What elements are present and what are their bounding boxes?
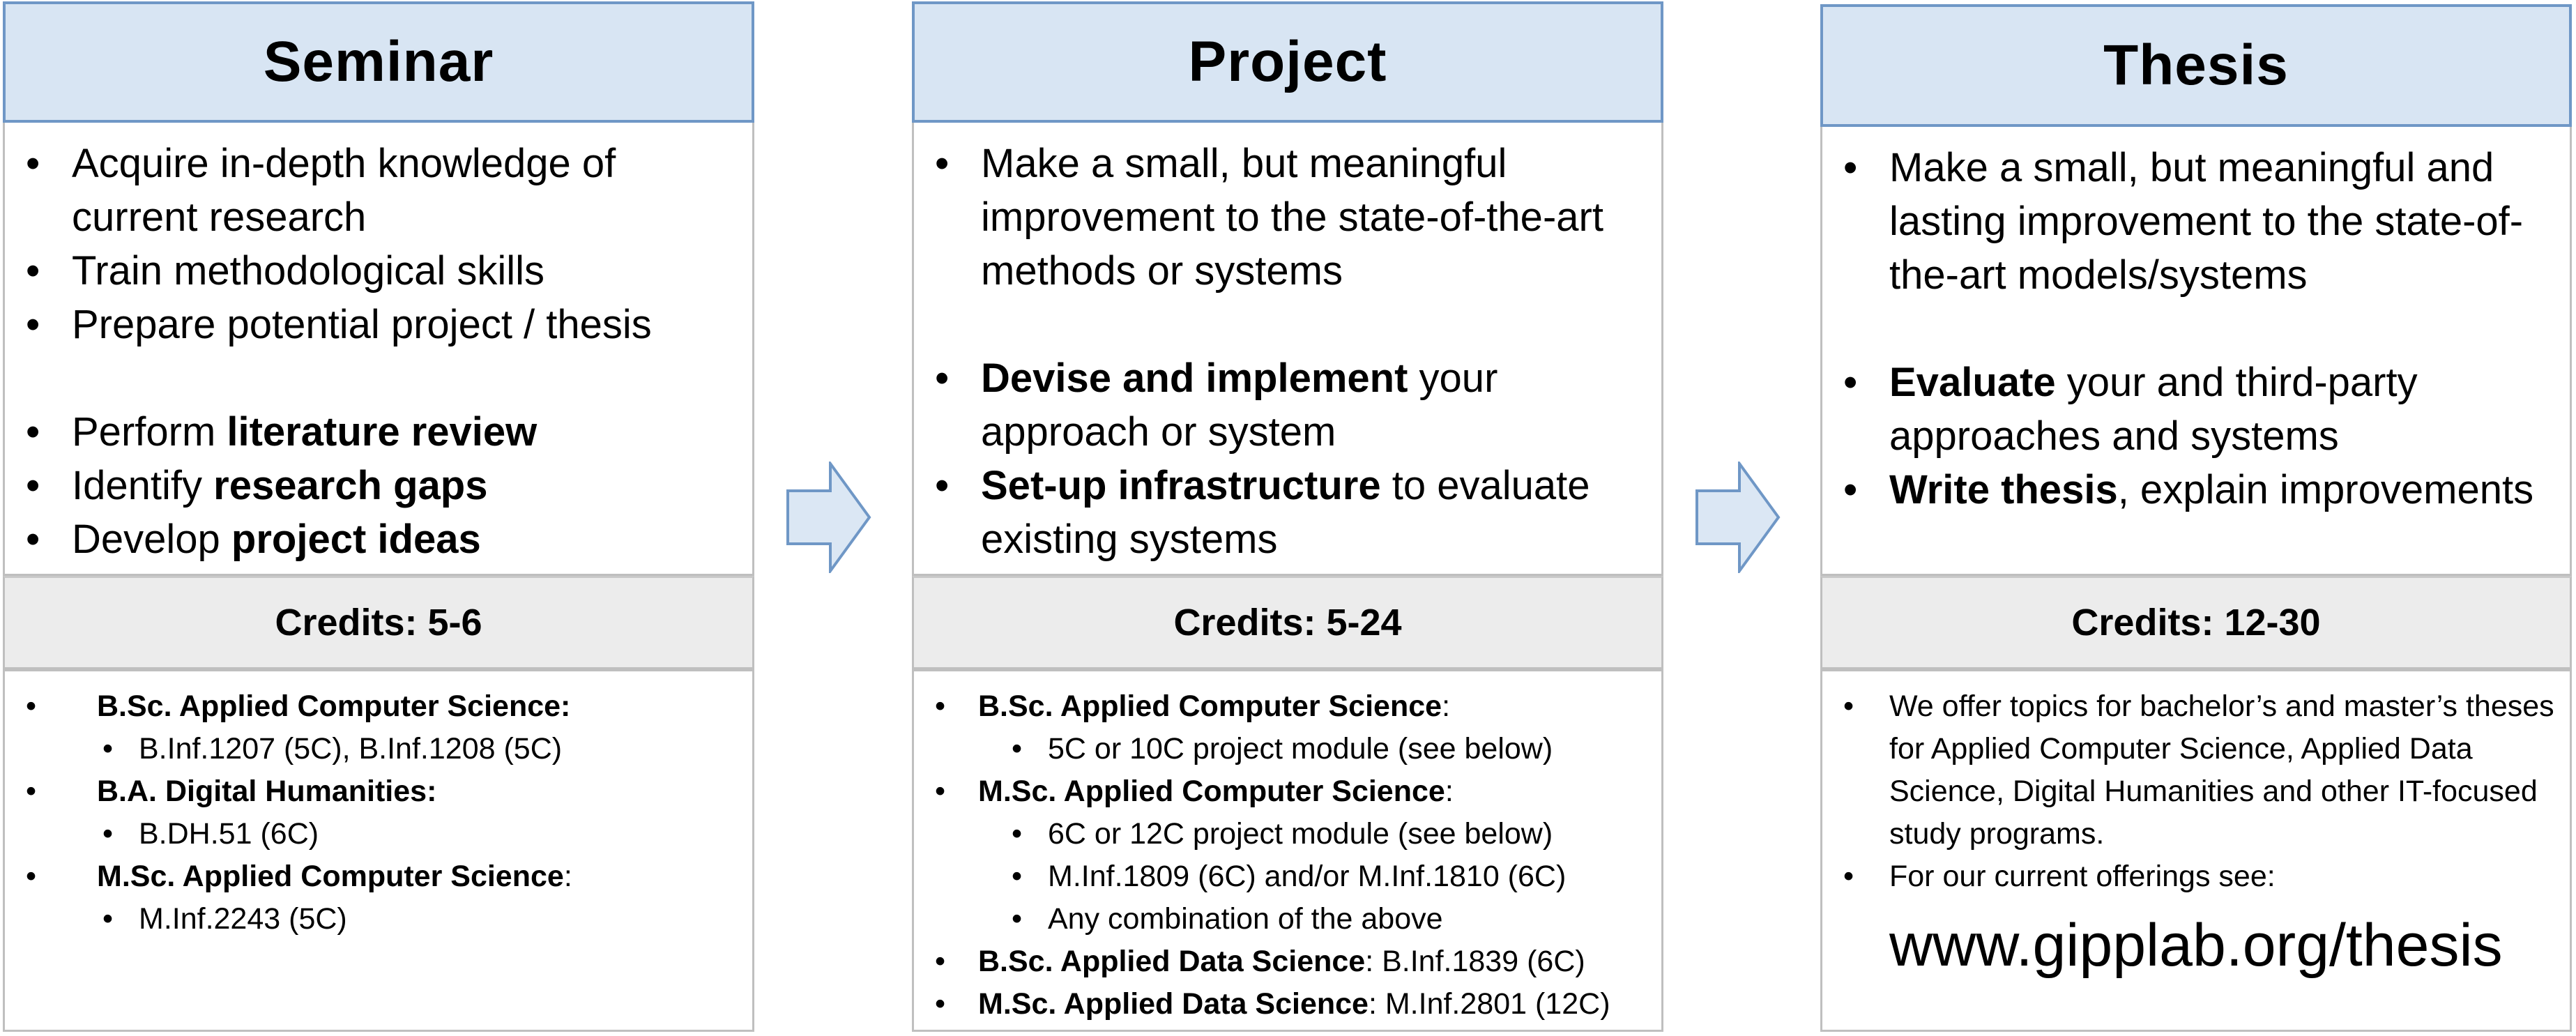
goal-item: Write thesis, explain improvements [1822, 463, 2570, 517]
goal-item: Train methodological skills [5, 244, 752, 298]
goals-list: Make a small, but meaningful and lasting… [1822, 141, 2570, 517]
offering-item: For our current offerings see: [1822, 855, 2570, 898]
goals-list: Acquire in-depth knowledge of current re… [5, 137, 752, 566]
column-header: Seminar [3, 1, 754, 123]
program-item: B.Sc. Applied Computer Science: [5, 685, 752, 728]
column-header: Project [912, 1, 1663, 123]
credits-box: Credits: 5-6 [3, 576, 754, 669]
goal-item: Acquire in-depth knowledge of current re… [5, 137, 752, 244]
column-thesis: Thesis Make a small, but meaningful and … [1820, 0, 2572, 1032]
module-item: M.Inf.1809 (6C) and/or M.Inf.1810 (6C) [914, 855, 1661, 898]
programs-list: B.Sc. Applied Computer Science: B.Inf.12… [5, 685, 752, 940]
module-item: B.Inf.1207 (5C), B.Inf.1208 (5C) [5, 728, 752, 770]
program-item: B.Sc. Applied Data Science: B.Inf.1839 (… [914, 940, 1661, 983]
goal-item: Devise and implement your approach or sy… [914, 351, 1661, 459]
program-item: B.A. Digital Humanities: [5, 770, 752, 813]
thesis-link[interactable]: www.gipplab.org/thesis [1889, 912, 2503, 979]
goal-item: Evaluate your and third-party approaches… [1822, 356, 2570, 463]
module-item: B.DH.51 (6C) [5, 813, 752, 855]
module-item: 6C or 12C project module (see below) [914, 813, 1661, 855]
programs-list: B.Sc. Applied Computer Science: 5C or 10… [914, 685, 1661, 1026]
credits-label: Credits: 12-30 [2071, 602, 2321, 643]
programs-box: B.Sc. Applied Computer Science: 5C or 10… [912, 669, 1663, 1032]
program-item: M.Sc. Applied Computer Science: [5, 855, 752, 898]
column-header: Thesis [1820, 4, 2572, 127]
offerings-list: We offer topics for bachelor’s and maste… [1822, 685, 2570, 898]
column-seminar: Seminar Acquire in-depth knowledge of cu… [3, 0, 754, 1032]
column-title: Thesis [2103, 33, 2289, 97]
credits-box: Credits: 5-24 [912, 576, 1663, 669]
goal-item: Identify research gaps [5, 459, 752, 512]
programs-box: B.Sc. Applied Computer Science: B.Inf.12… [3, 669, 754, 1032]
right-arrow-icon [1695, 462, 1781, 573]
goal-item: Make a small, but meaningful improvement… [914, 137, 1661, 298]
module-item: M.Inf.2243 (5C) [5, 898, 752, 940]
module-item: 5C or 10C project module (see below) [914, 728, 1661, 770]
offering-item: We offer topics for bachelor’s and maste… [1822, 685, 2570, 855]
program-item: M.Sc. Applied Data Science: M.Inf.2801 (… [914, 983, 1661, 1026]
program-item: B.Sc. Applied Computer Science: [914, 685, 1661, 728]
column-title: Project [1188, 30, 1387, 93]
goal-item: Make a small, but meaningful and lasting… [1822, 141, 2570, 302]
goals-box: Make a small, but meaningful and lasting… [1820, 127, 2572, 576]
module-item: Any combination of the above [914, 898, 1661, 940]
goals-list: Make a small, but meaningful improvement… [914, 137, 1661, 566]
program-item: M.Sc. Applied Computer Science: [914, 770, 1661, 813]
goal-item: Perform literature review [5, 405, 752, 459]
credits-box: Credits: 12-30 [1820, 576, 2572, 669]
column-title: Seminar [263, 30, 494, 93]
right-arrow-icon [786, 462, 871, 573]
programs-box: We offer topics for bachelor’s and maste… [1820, 669, 2572, 1032]
goal-item: Set-up infrastructure to evaluate existi… [914, 459, 1661, 566]
column-project: Project Make a small, but meaningful imp… [912, 0, 1663, 1032]
goal-item: Prepare potential project / thesis [5, 298, 752, 351]
credits-label: Credits: 5-24 [1173, 602, 1402, 643]
goals-box: Make a small, but meaningful improvement… [912, 123, 1663, 576]
goals-box: Acquire in-depth knowledge of current re… [3, 123, 754, 576]
goal-item: Develop project ideas [5, 512, 752, 566]
credits-label: Credits: 5-6 [275, 602, 482, 643]
